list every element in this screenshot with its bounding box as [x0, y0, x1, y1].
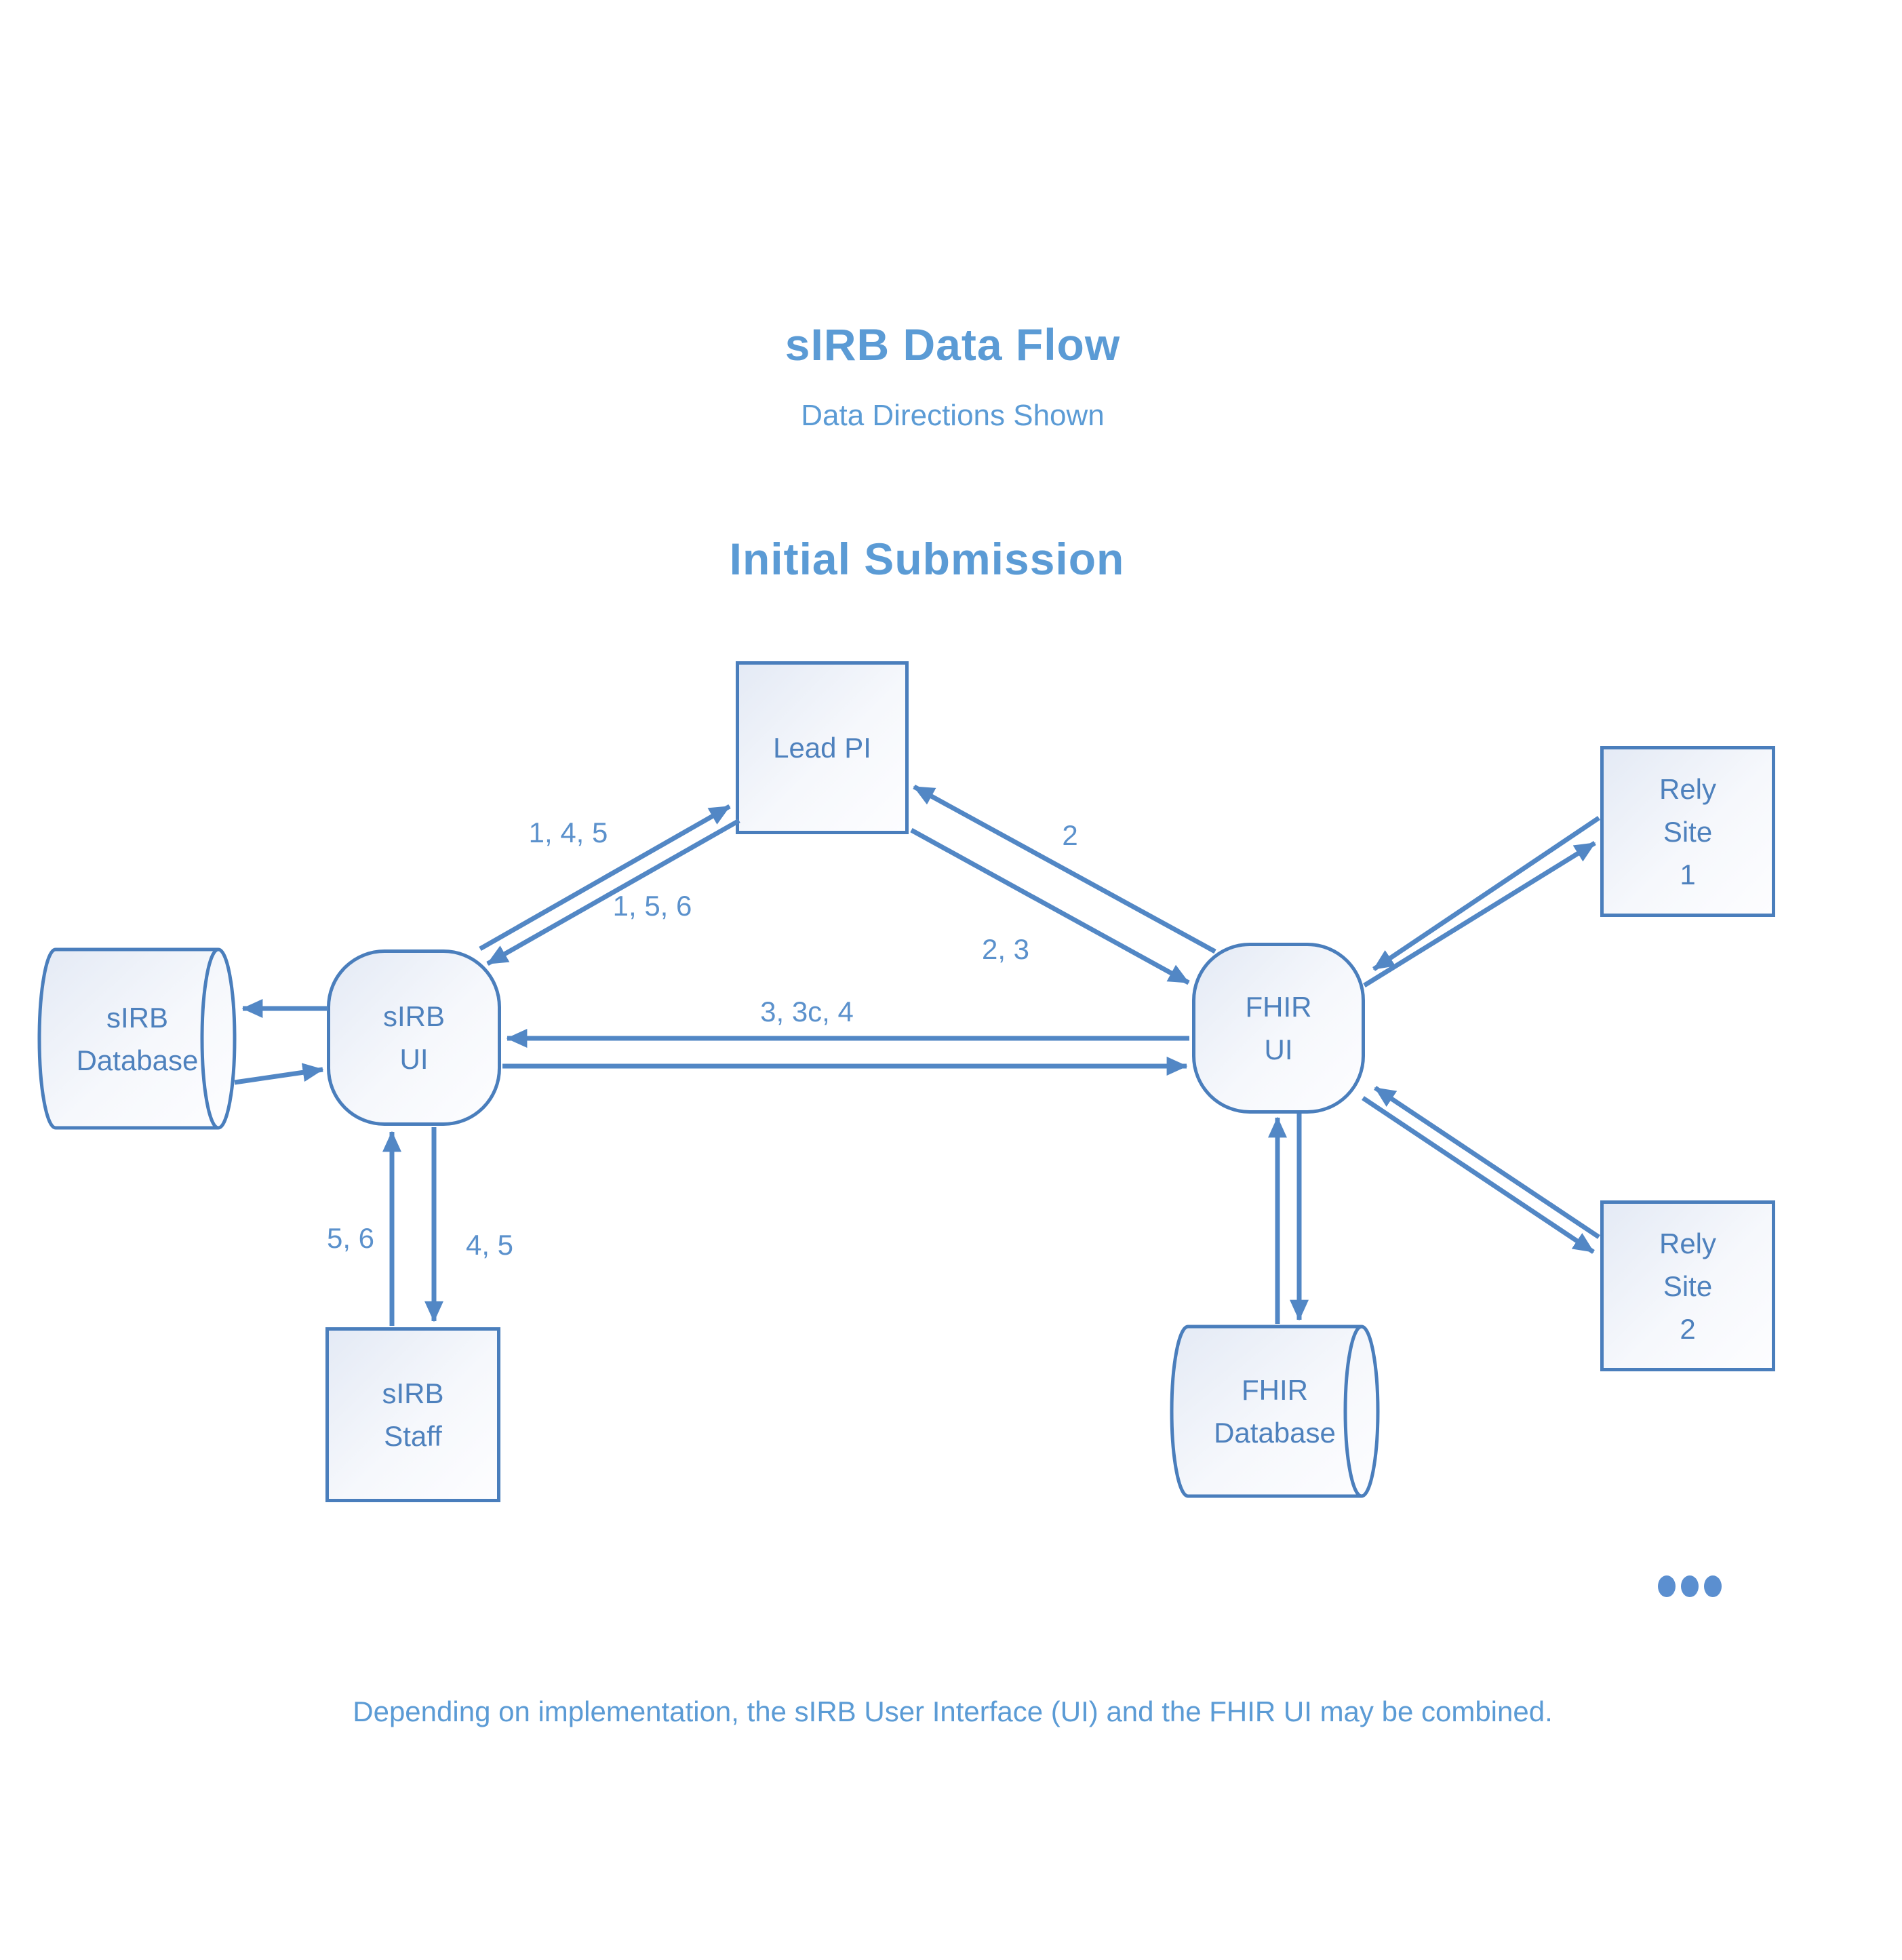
node-rely-site-2: Rely Site 2: [1600, 1200, 1775, 1371]
node-sirb-ui-label-line2: UI: [399, 1043, 429, 1075]
edge-label-sirb-ui-to-lead-pi: 1, 4, 5: [528, 817, 608, 848]
more-sites-ellipsis-icon: [1658, 1575, 1722, 1597]
node-rely-site-1-label-line2: Site: [1663, 815, 1713, 848]
edge-label-sirb-staff-to-sirb-ui: 5, 6: [326, 1222, 375, 1254]
node-fhir-ui-label-line1: FHIR: [1245, 991, 1312, 1023]
arrow-sirb-database-to-sirb-ui: [234, 1063, 324, 1085]
node-sirb-database-label-line1: sIRB: [106, 1001, 168, 1034]
node-fhir-database: FHIR Database: [1188, 1327, 1362, 1496]
node-rely-site-1-label-line3: 1: [1680, 858, 1696, 890]
node-sirb-ui: sIRB UI: [327, 949, 501, 1126]
node-fhir-database-label-line1: FHIR: [1242, 1374, 1308, 1406]
node-rely-site-2-label-line1: Rely: [1659, 1227, 1717, 1259]
page-subtitle: Data Directions Shown: [801, 399, 1105, 432]
node-lead-pi: Lead PI: [736, 661, 909, 834]
node-sirb-database-label-line2: Database: [76, 1044, 199, 1076]
arrow-rely-site-2-to-fhir-ui: [1374, 1086, 1600, 1239]
node-sirb-ui-label-line1: sIRB: [382, 1000, 445, 1032]
arrow-fhir-ui-to-rely-site-1: [1363, 841, 1596, 987]
edge-label-lead-pi-to-sirb-ui: 1, 5, 6: [612, 890, 692, 922]
node-sirb-database: sIRB Database: [51, 949, 224, 1128]
node-sirb-staff-label-line1: sIRB: [382, 1377, 444, 1409]
edge-label-lead-pi-to-fhir-ui: 2, 3: [981, 933, 1030, 965]
node-sirb-staff-label-line2: Staff: [384, 1420, 442, 1452]
page-title: sIRB Data Flow: [785, 319, 1121, 370]
arrow-fhir-ui-to-rely-site-2: [1362, 1096, 1595, 1254]
node-fhir-ui: FHIR UI: [1192, 943, 1365, 1114]
node-rely-site-1: Rely Site 1: [1600, 746, 1775, 917]
node-rely-site-1-label-line1: Rely: [1659, 772, 1717, 805]
section-title: Initial Submission: [729, 534, 1125, 584]
node-fhir-database-label-line2: Database: [1214, 1417, 1336, 1449]
arrow-fhir-ui-to-lead-pi: [913, 784, 1216, 954]
node-sirb-staff: sIRB Staff: [325, 1327, 500, 1502]
edge-label-fhir-ui-to-sirb-ui: 3, 3c, 4: [760, 996, 854, 1027]
footer-note: Depending on implementation, the sIRB Us…: [353, 1696, 1553, 1727]
node-rely-site-2-label-line3: 2: [1680, 1312, 1696, 1345]
node-rely-site-2-label-line2: Site: [1663, 1270, 1713, 1302]
edge-label-fhir-ui-to-lead-pi: 2: [1062, 819, 1078, 851]
arrow-lead-pi-to-fhir-ui: [910, 827, 1190, 985]
node-lead-pi-label: Lead PI: [773, 732, 871, 764]
node-fhir-ui-label-line2: UI: [1264, 1034, 1293, 1065]
edge-label-sirb-ui-to-sirb-staff: 4, 5: [465, 1229, 514, 1261]
arrow-rely-site-1-to-fhir-ui: [1372, 816, 1600, 971]
